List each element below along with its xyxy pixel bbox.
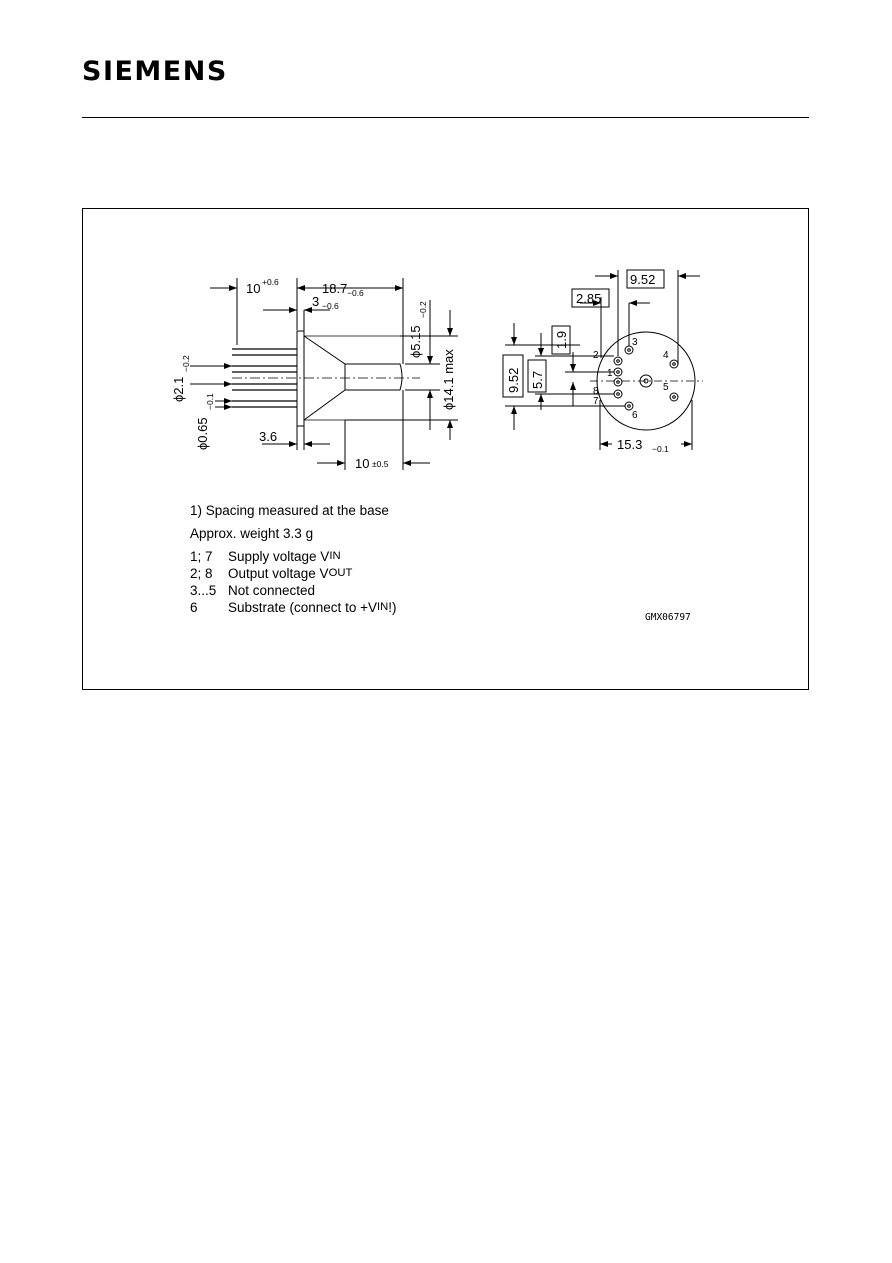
dim-3-label: 3 <box>312 294 319 309</box>
siemens-logo: SIEMENS <box>82 56 228 87</box>
pin-note-label: Not connected <box>228 583 316 598</box>
pin-label-5: 5 <box>663 382 669 393</box>
box-5-7 <box>527 359 547 393</box>
box-1-9 <box>551 325 571 355</box>
pin-note-sub: OUT <box>328 567 353 579</box>
drawing-notes: 1) Spacing measured at the base Approx. … <box>190 502 396 616</box>
pin-label-2: 2 <box>593 350 599 361</box>
pin-note-label: Substrate (connect to +V <box>228 600 377 615</box>
dim-d5-15-label: ϕ5.15 <box>408 325 423 358</box>
dim-d2-1-tolerance: −0.2 <box>181 355 191 372</box>
pin-note-key: 2; 8 <box>190 566 213 581</box>
pin-label-7: 7 <box>593 396 599 407</box>
pin-note-row: 3...5 Not connected <box>190 582 396 599</box>
pin-note-key: 3...5 <box>190 583 217 598</box>
dim-d5-15-tolerance: −0.2 <box>418 301 428 318</box>
pin-note-key: 6 <box>190 600 198 615</box>
dim-10-tolerance: +0.6 <box>262 277 279 287</box>
pin-note-key: 1; 7 <box>190 549 213 564</box>
dimension-arrows <box>224 285 453 466</box>
note-weight: Approx. weight 3.3 g <box>190 526 314 541</box>
dim-10-bottom-label: 10 <box>355 456 369 471</box>
base-flange <box>296 330 305 427</box>
dim-10-label: 10 <box>246 281 260 296</box>
dim-d0-65-label: ϕ0.65 <box>195 417 210 450</box>
body-neck <box>345 363 403 391</box>
drawing-code: GMX06797 <box>645 612 691 623</box>
dim-3-tolerance: −0.6 <box>322 301 339 311</box>
pin-note-sub: IN <box>329 550 341 562</box>
dim-18-7-label: 18.7 <box>322 281 347 296</box>
pin-label-8: 8 <box>593 386 599 397</box>
pin-note-label: Supply voltage V <box>228 549 330 564</box>
dim-2-85-label: 2.85 <box>576 291 601 306</box>
dim-d0-65-tolerance: −0.1 <box>205 393 215 410</box>
header-rule <box>82 117 809 118</box>
pin-label-3: 3 <box>632 337 638 348</box>
box-9-52-top <box>626 269 665 289</box>
dim-15-3-label: 15.3 <box>617 437 642 452</box>
pin-note-label: Output voltage V <box>228 566 329 581</box>
pin-note-tail: !) <box>388 600 397 615</box>
pin-label-6: 6 <box>632 410 638 421</box>
pin-label-1: 1 <box>607 368 613 379</box>
dim-9-52-left-label: 9.52 <box>506 368 521 393</box>
box-2-85 <box>571 288 610 308</box>
dim-5-7-label: 5.7 <box>530 371 545 389</box>
dim-d14-1-label: ϕ14.1 max <box>441 349 456 410</box>
dim-10-bottom-tolerance: ±0.5 <box>372 459 389 469</box>
body-flare <box>303 335 346 421</box>
dim-d2-1-label: ϕ2.1 <box>171 377 186 402</box>
note-spacing: 1) Spacing measured at the base <box>190 503 389 518</box>
dim-1-9-label: 1.9 <box>554 331 569 349</box>
box-9-52-left <box>502 354 524 398</box>
leads <box>232 348 297 408</box>
dim-15-3-tolerance: −0.1 <box>652 444 669 454</box>
drawing-frame <box>82 208 809 690</box>
pin-label-4: 4 <box>663 350 669 361</box>
dim-3-6-label: 3.6 <box>259 429 277 444</box>
dim-18-7-tolerance: −0.6 <box>347 288 364 298</box>
dim-9-52-top-label: 9.52 <box>630 272 655 287</box>
pin-note-sub: IN <box>376 601 389 613</box>
